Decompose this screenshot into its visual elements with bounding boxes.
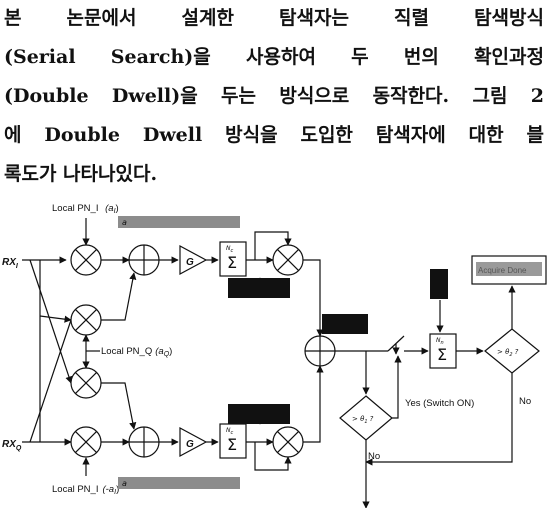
svg-text:G: G xyxy=(186,439,194,450)
redacted-box-3 xyxy=(322,314,368,334)
local-pn-i-bottom-label: Local PN_I(-aI) xyxy=(52,484,119,496)
squarer-top xyxy=(272,244,304,276)
equation-strip-bottom xyxy=(118,477,240,489)
block-diagram-figure: Local PN_I (aI) RXI RXQ Local PN_Q(a xyxy=(0,196,549,508)
multiplier-1 xyxy=(70,244,102,276)
threshold-1-diamond xyxy=(339,395,393,441)
switch xyxy=(387,335,405,352)
svg-text:> θ2?: > θ2? xyxy=(497,348,519,358)
svg-text:Nc: Nc xyxy=(226,245,234,254)
no-top-label: No xyxy=(519,396,531,407)
accumulator-top xyxy=(219,241,247,277)
threshold-2-diamond xyxy=(484,328,540,374)
redacted-box-4 xyxy=(430,269,448,299)
no-bottom-label: No xyxy=(368,451,380,462)
gain-top xyxy=(179,244,208,276)
squarer-bottom xyxy=(272,426,304,458)
paragraph-line-4: 에 Double Dwell 방식을 도입한 탐색자에 대한 블 xyxy=(4,124,544,146)
svg-text:Σ: Σ xyxy=(227,253,237,272)
multiplier-3 xyxy=(70,367,102,399)
rx-i-label: RXI xyxy=(2,257,19,270)
svg-text:> θ1?: > θ1? xyxy=(352,415,374,425)
svg-text:Nn: Nn xyxy=(436,337,444,346)
paragraph-line-5: 록도가 나타나있다. xyxy=(4,163,158,185)
multiplier-4 xyxy=(70,426,102,458)
svg-text:Σ: Σ xyxy=(227,435,237,454)
equation-bottom: a xyxy=(122,479,127,488)
redacted-box-2 xyxy=(228,404,290,424)
combiner-adder xyxy=(304,335,336,367)
equation-top: a xyxy=(122,218,127,227)
svg-text:Σ: Σ xyxy=(437,345,447,364)
acquire-done-label: Acquire Done xyxy=(478,266,527,275)
accumulator-n xyxy=(429,333,457,369)
paragraph-line-1: 본 논문에서 설계한 탐색자는 직렬 탐색방식 xyxy=(4,7,544,29)
paragraph-line-3: (Double Dwell)을 두는 방식으로 동작한다. 그림 2 xyxy=(4,85,544,107)
redacted-box-1 xyxy=(228,278,290,298)
svg-text:Local PN_I (aI): Local PN_I (aI) xyxy=(52,203,119,215)
local-pn-i-top-label: Local PN_I xyxy=(52,203,98,214)
paragraph-line-2: (Serial Search)을 사용하여 두 번의 확인과정 xyxy=(4,46,544,68)
svg-text:G: G xyxy=(186,257,194,268)
yes-switch-on-label: Yes (Switch ON) xyxy=(405,398,474,409)
accumulator-bottom xyxy=(219,423,247,459)
rx-q-label: RXQ xyxy=(2,439,22,452)
gain-bottom xyxy=(179,426,208,458)
block-diagram-svg: Local PN_I (aI) RXI RXQ Local PN_Q(a xyxy=(2,203,547,508)
adder-top xyxy=(128,244,160,276)
equation-strip-top xyxy=(118,216,240,228)
local-pn-q-label: Local PN_Q(aQ) xyxy=(101,346,172,358)
local-pn-i-top-symbol: (a xyxy=(105,203,113,214)
multiplier-2 xyxy=(70,304,102,336)
adder-bottom xyxy=(128,426,160,458)
svg-text:Nc: Nc xyxy=(226,427,234,436)
